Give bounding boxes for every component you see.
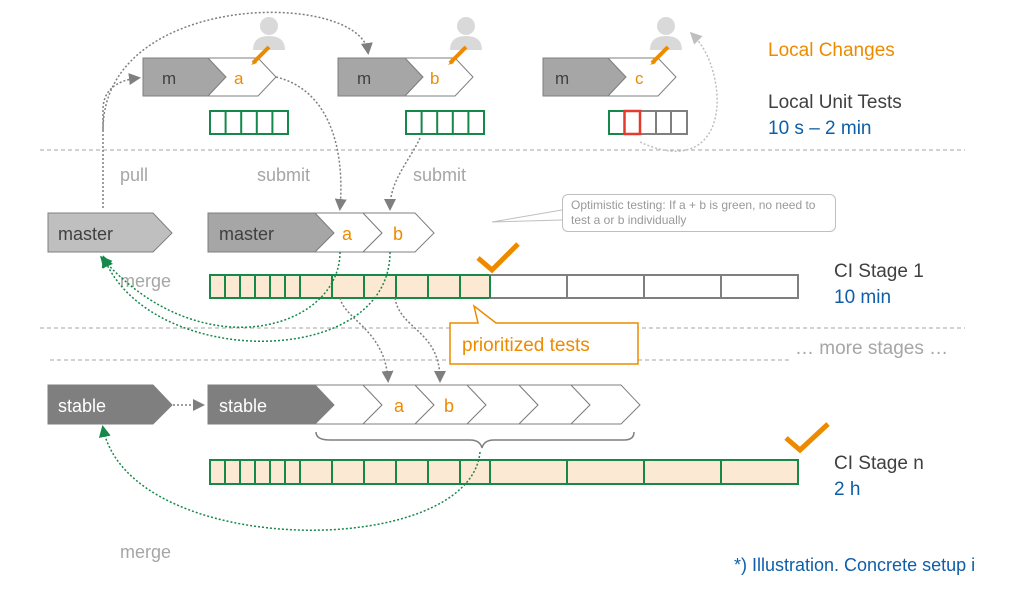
merge-arrow-green-3 [98,425,481,531]
stage1-master-label: master [219,224,274,244]
stagen-time: 2 h [834,479,860,500]
pencil-icon [650,45,670,65]
stable-branch-label: stable [58,396,106,416]
stagen-stable-label: stable [219,396,267,416]
optimistic-testing-callout: Optimistic testing: If a + b is green, n… [562,194,836,232]
stagen-title: CI Stage n [834,453,924,474]
stagen-chevron-a-label: a [394,396,405,416]
stage1-chevron-a-label: a [342,224,353,244]
submit-arrow-b [384,137,421,211]
person-icon [253,17,285,50]
stagen-chevron-6 [569,384,641,425]
more-stages-label: … more stages … [795,338,948,359]
stage1-chevron-b-label: b [393,224,403,244]
change-label: b [430,69,439,88]
promote-arrow-a [339,297,394,383]
bracket [315,431,635,449]
developer-1: m a [142,17,285,97]
pull-label: pull [120,165,148,185]
stable-branch-chevron [47,384,173,425]
stagen-test-bar [209,459,799,485]
check-icon [476,242,520,274]
callout-pointer [491,209,563,223]
submit-arrow-a [275,76,347,211]
legend-local-unit-tests: Local Unit Tests [768,92,902,113]
footnote: *) Illustration. Concrete setup i [734,555,975,575]
legend-local-unit-tests-time: 10 s – 2 min [768,118,872,139]
change-label: c [635,69,644,88]
master-branch-label: master [58,224,113,244]
person-icon [450,17,482,50]
base-label: m [162,69,176,88]
developer-3: m c [542,17,682,97]
submit-label-1: submit [257,165,310,185]
base-label: m [555,69,569,88]
merge-label-1: merge [120,271,171,291]
developer-2: m b [337,17,482,97]
person-icon [650,17,682,50]
pull-arrow [102,73,141,208]
prioritized-callout [449,304,639,365]
sync-arrow-top [102,11,373,131]
master-branch-chevron [47,212,173,253]
local-tests-dev2 [405,110,485,135]
base-label: m [357,69,371,88]
merge-arrow-green-2 [101,251,391,342]
local-tests-dev1 [209,110,289,135]
merge-arrow-green-1 [100,251,341,328]
stage1-title: CI Stage 1 [834,261,924,282]
pencil-icon [251,45,271,65]
promote-arrow-b [394,297,446,383]
stage1-chevron-b [361,212,435,253]
prioritized-label: prioritized tests [462,335,590,356]
failed-test [623,109,642,136]
local-tests-dev3 [608,109,688,136]
stage1-test-bar [209,274,799,299]
pencil-icon [448,45,468,65]
legend-local-changes: Local Changes [768,40,895,61]
change-label: a [234,69,244,88]
submit-label-2: submit [413,165,466,185]
check-icon [784,422,830,454]
stagen-chevron-b-label: b [444,396,454,416]
stage1-time: 10 min [834,287,891,308]
merge-label-2: merge [120,542,171,562]
